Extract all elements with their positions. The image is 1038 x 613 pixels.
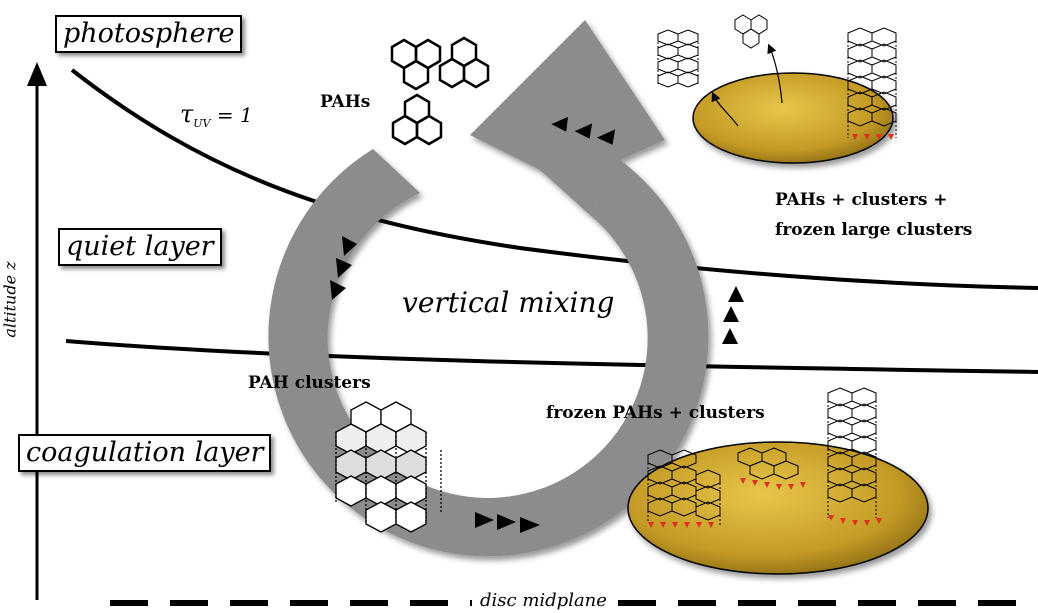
desorption-arrow-2 [767,43,783,104]
pah-cluster-stack-upper [657,29,699,88]
dust-grain-lower [627,441,929,575]
coagulation-layer-label: coagulation layer [18,434,272,472]
pah-cluster-coagulated [335,401,442,533]
quiet-layer-label: quiet layer [58,228,222,266]
pahs-label: PAHs [320,92,371,112]
disc-midplane-label: disc midplane [480,590,607,611]
altitude-z-label: altitude z [0,261,20,338]
tau-subscript: UV [193,117,211,130]
photosphere-label: photosphere [55,15,243,53]
frozen-clusters-lower [647,387,882,528]
frozen-pahs-clusters-label: frozen PAHs + clusters [546,403,765,423]
pahs-clusters-frozen-label-line2: frozen large clusters [775,220,973,240]
tau-equals: = 1 [210,103,253,127]
tau-uv-label: τUV = 1 [180,100,253,130]
pah-clusters-label: PAH clusters [248,373,371,393]
tau-uv-boundary-curve [70,68,1038,290]
coagulation-boundary-curve [65,339,1038,374]
flow-triangles [330,116,744,533]
frozen-large-cluster-upper [847,27,897,140]
dust-grain-upper [692,72,894,164]
desorbing-pah-upper [734,14,768,49]
tau-symbol: τ [180,100,194,128]
desorption-arrow-1 [711,91,739,127]
altitude-axis-arrowhead [27,62,47,86]
pahs-clusters-frozen-label-line1: PAHs + clusters + [775,190,948,210]
cycle-arrow-body [268,149,709,557]
pah-molecules-free [390,36,490,146]
vertical-mixing-label: vertical mixing [402,286,615,319]
